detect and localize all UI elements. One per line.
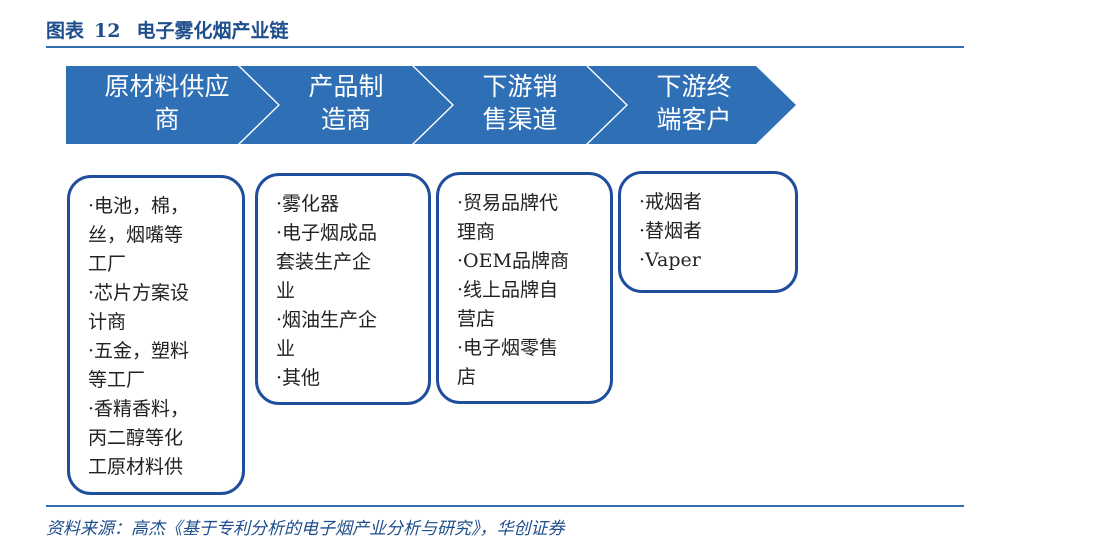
sales-channel-item: ·OEM品牌商: [457, 250, 569, 272]
supplier-box: ·电池，棉， 丝，烟嘴等 工厂 ·芯片方案设 计商 ·五金，塑料 等工厂 ·香精…: [67, 175, 245, 495]
supplier-item: ·五金，塑料 等工厂: [88, 340, 190, 391]
figure-label: 图表: [46, 20, 85, 42]
stage-4-line2: 端客户: [656, 105, 732, 134]
manufacturer-item: ·雾化器: [276, 193, 340, 215]
figure-number: 12: [94, 20, 121, 42]
stage-2-line2: 造商: [320, 105, 371, 134]
stage-2-label: 产品制 造商: [276, 70, 416, 136]
supplier-item: ·电池，棉， 丝，烟嘴等 工厂: [88, 195, 190, 275]
manufacturer-item: ·电子烟成品 套装生产企 业: [276, 222, 378, 302]
sales-channel-item: ·贸易品牌代 理商: [457, 192, 559, 243]
end-customer-item: ·戒烟者: [639, 191, 703, 213]
manufacturer-item: ·其他: [276, 367, 321, 389]
stage-3-line2: 售渠道: [482, 105, 558, 134]
end-customer-box: ·戒烟者 ·替烟者 ·Vaper: [618, 171, 798, 293]
end-customer-item: ·替烟者: [639, 220, 703, 242]
sales-channel-box: ·贸易品牌代 理商 ·OEM品牌商 ·线上品牌自 营店 ·电子烟零售 店: [436, 172, 613, 404]
figure-title-text: 电子雾化烟产业链: [136, 20, 289, 42]
chevron-stage-1: [66, 66, 278, 144]
chevron-stage-2: [240, 66, 452, 144]
stage-3-line1: 下游销: [482, 72, 558, 101]
supplier-item: ·香精香料， 丙二醇等化 工原材料供: [88, 398, 190, 478]
top-divider: [46, 46, 964, 48]
sales-channel-item: ·电子烟零售 店: [457, 337, 559, 388]
stage-1-label: 原材料供应 商: [72, 70, 262, 136]
bottom-divider: [46, 505, 964, 507]
stage-2-line1: 产品制: [308, 72, 384, 101]
end-customer-item: ·Vaper: [639, 249, 701, 271]
figure-title: 图表 12 电子雾化烟产业链: [46, 16, 288, 43]
stage-1-line2: 商: [154, 105, 180, 134]
source-note: 资料来源：高杰《基于专利分析的电子烟产业分析与研究》，华创证券: [46, 519, 565, 539]
stage-4-line1: 下游终: [656, 72, 732, 101]
stage-1-line1: 原材料供应: [104, 72, 230, 101]
stage-4-label: 下游终 端客户: [624, 70, 764, 136]
supplier-item: ·芯片方案设 计商: [88, 282, 190, 333]
sales-channel-item: ·线上品牌自 营店: [457, 279, 559, 330]
manufacturer-box: ·雾化器 ·电子烟成品 套装生产企 业 ·烟油生产企 业 ·其他: [255, 173, 431, 405]
chevron-stage-3: [414, 66, 626, 144]
manufacturer-item: ·烟油生产企 业: [276, 309, 378, 360]
chevron-stage-4: [588, 66, 796, 144]
stage-3-label: 下游销 售渠道: [450, 70, 590, 136]
